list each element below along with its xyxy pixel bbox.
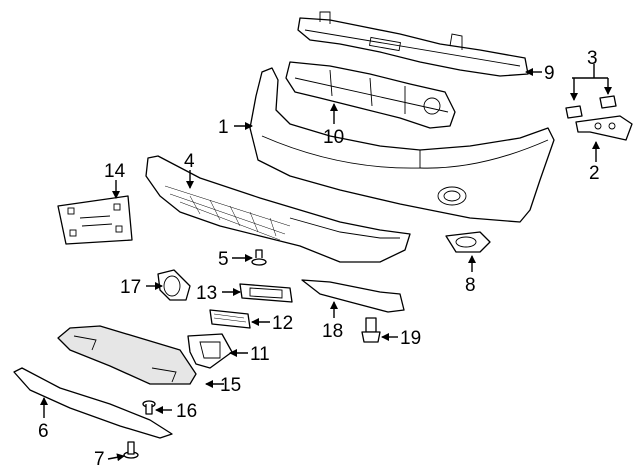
callout-1: 1 bbox=[218, 117, 229, 138]
callout-16: 16 bbox=[176, 401, 197, 422]
part-7-screw bbox=[123, 441, 139, 459]
callout-7: 7 bbox=[94, 449, 105, 470]
part-8-fog-bezel bbox=[445, 231, 491, 253]
callout-19: 19 bbox=[400, 328, 421, 349]
callout-2: 2 bbox=[589, 163, 600, 184]
callout-5: 5 bbox=[218, 249, 229, 270]
part-15-skid-plate bbox=[57, 325, 197, 385]
callout-17: 17 bbox=[120, 277, 141, 298]
part-16-clip bbox=[142, 400, 156, 415]
callout-14: 14 bbox=[104, 161, 126, 182]
part-17-cover bbox=[157, 269, 191, 301]
callout-18: 18 bbox=[322, 321, 343, 342]
part-10-energy-absorber bbox=[285, 61, 456, 129]
part-2-bracket bbox=[575, 115, 633, 141]
callout-3: 3 bbox=[587, 48, 598, 69]
part-19-bolt bbox=[361, 317, 381, 343]
part-1-bumper-cover bbox=[249, 67, 555, 223]
callout-12: 12 bbox=[272, 313, 293, 334]
part-18-deflector bbox=[301, 279, 405, 313]
callout-15: 15 bbox=[220, 375, 241, 396]
leader-lines bbox=[40, 64, 612, 462]
part-4-lower-valance bbox=[145, 155, 411, 263]
callout-labels: 1 2 3 4 5 6 7 8 9 10 11 12 13 14 15 16 1… bbox=[38, 48, 600, 470]
callout-6: 6 bbox=[38, 421, 49, 442]
callout-8: 8 bbox=[465, 275, 476, 296]
part-3-caps bbox=[565, 95, 617, 119]
part-5-clip bbox=[251, 249, 267, 266]
part-14-license-bracket bbox=[57, 195, 133, 245]
part-12-insert bbox=[209, 309, 251, 329]
callout-11: 11 bbox=[250, 344, 270, 365]
callout-4: 4 bbox=[184, 151, 195, 172]
callout-9: 9 bbox=[544, 63, 555, 84]
part-11-cover bbox=[187, 333, 233, 369]
part-6-lower-strip bbox=[13, 367, 173, 439]
part-13-bezel bbox=[239, 283, 293, 303]
part-9-impact-bar bbox=[297, 11, 529, 77]
callout-10: 10 bbox=[323, 127, 344, 148]
callout-13: 13 bbox=[196, 283, 217, 304]
